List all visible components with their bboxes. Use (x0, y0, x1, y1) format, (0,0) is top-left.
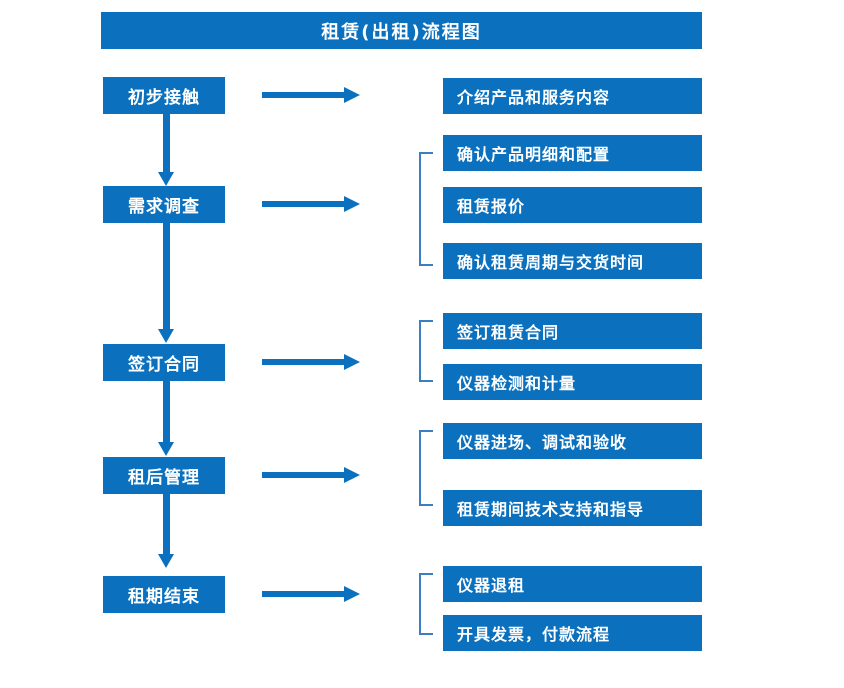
arrow-head (344, 87, 360, 103)
arrow-head (344, 196, 360, 212)
arrow-head (158, 172, 174, 186)
detail-box-instrument-return[interactable]: 仪器退租 (443, 566, 702, 602)
stage-box-post-rental-management[interactable]: 租后管理 (103, 457, 225, 494)
stage-box-sign-contract[interactable]: 签订合同 (103, 344, 225, 381)
arrow-shaft (262, 92, 346, 98)
arrow-right-stage-2 (262, 195, 360, 213)
detail-box-sign-rental-contract[interactable]: 签订租赁合同 (443, 313, 702, 349)
group-bracket-requirements (419, 152, 433, 266)
group-bracket-post-rental (419, 430, 433, 506)
arrow-head (344, 467, 360, 483)
stage-box-rental-end[interactable]: 租期结束 (103, 576, 225, 613)
arrow-shaft (262, 201, 346, 207)
stage-box-initial-contact[interactable]: 初步接触 (103, 77, 225, 114)
arrow-head (344, 354, 360, 370)
detail-box-intro-products[interactable]: 介绍产品和服务内容 (443, 78, 702, 114)
detail-box-confirm-specs[interactable]: 确认产品明细和配置 (443, 135, 702, 171)
arrow-shaft (163, 381, 170, 443)
flowchart-title: 租赁(出租)流程图 (101, 12, 702, 49)
arrow-shaft (262, 359, 346, 365)
detail-box-rental-quote[interactable]: 租赁报价 (443, 187, 702, 223)
arrow-shaft (262, 591, 346, 597)
arrow-down-stage-2-to-3 (157, 223, 175, 343)
arrow-head (344, 586, 360, 602)
detail-box-instrument-inspection[interactable]: 仪器检测和计量 (443, 364, 702, 400)
arrow-down-stage-3-to-4 (157, 381, 175, 456)
stage-box-requirements-survey[interactable]: 需求调查 (103, 186, 225, 223)
arrow-shaft (163, 494, 170, 555)
arrow-shaft (163, 114, 170, 173)
arrow-down-stage-1-to-2 (157, 114, 175, 186)
arrow-head (158, 329, 174, 343)
group-bracket-contract (419, 320, 433, 382)
arrow-shaft (262, 472, 346, 478)
detail-box-instrument-install-acceptance[interactable]: 仪器进场、调试和验收 (443, 423, 702, 459)
detail-box-technical-support[interactable]: 租赁期间技术支持和指导 (443, 490, 702, 526)
arrow-right-stage-1 (262, 86, 360, 104)
detail-box-confirm-period-delivery[interactable]: 确认租赁周期与交货时间 (443, 243, 702, 279)
arrow-head (158, 442, 174, 456)
arrow-head (158, 554, 174, 568)
arrow-right-stage-4 (262, 466, 360, 484)
arrow-down-stage-4-to-5 (157, 494, 175, 568)
group-bracket-rental-end (419, 573, 433, 635)
arrow-right-stage-5 (262, 585, 360, 603)
detail-box-invoice-payment[interactable]: 开具发票，付款流程 (443, 615, 702, 651)
arrow-right-stage-3 (262, 353, 360, 371)
arrow-shaft (163, 223, 170, 330)
